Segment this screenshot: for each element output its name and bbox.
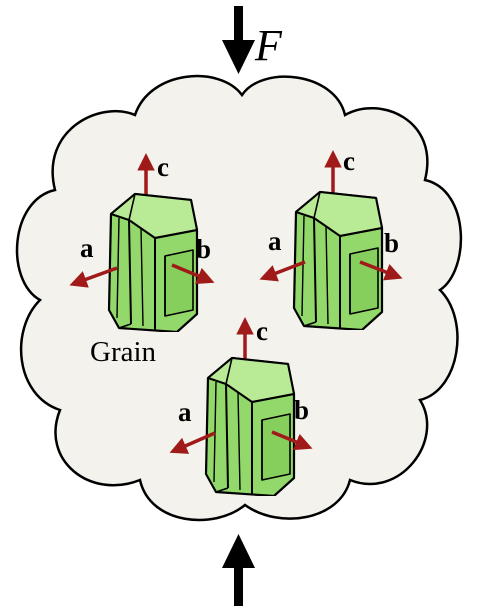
axis-label-c: c — [343, 146, 355, 176]
force-label: F — [254, 21, 283, 70]
force-arrow-bottom — [222, 534, 255, 606]
axis-label-a: a — [268, 226, 282, 256]
axis-label-c: c — [256, 316, 268, 346]
aggregate-cloud — [15, 74, 463, 522]
a-axis-arrow — [259, 260, 306, 282]
force-arrow-top — [222, 6, 255, 74]
axis-label-a: a — [80, 233, 94, 263]
a-axis-arrow — [169, 431, 216, 454]
b-axis-arrow — [171, 263, 215, 285]
axis-label-b: b — [384, 228, 399, 258]
grain-crystal-right: c a b — [259, 146, 403, 330]
axis-label-b: b — [294, 395, 309, 425]
b-axis-arrow — [359, 260, 403, 281]
axis-label-b: b — [196, 234, 211, 264]
axis-label-a: a — [178, 397, 192, 427]
a-axis-arrow — [69, 266, 118, 288]
axis-label-c: c — [157, 152, 169, 182]
grain-crystal-left: c a b — [69, 152, 215, 332]
grain-label: Grain — [90, 336, 157, 368]
b-axis-arrow — [271, 430, 313, 451]
grain-crystal-bottom: c a b — [169, 316, 313, 496]
